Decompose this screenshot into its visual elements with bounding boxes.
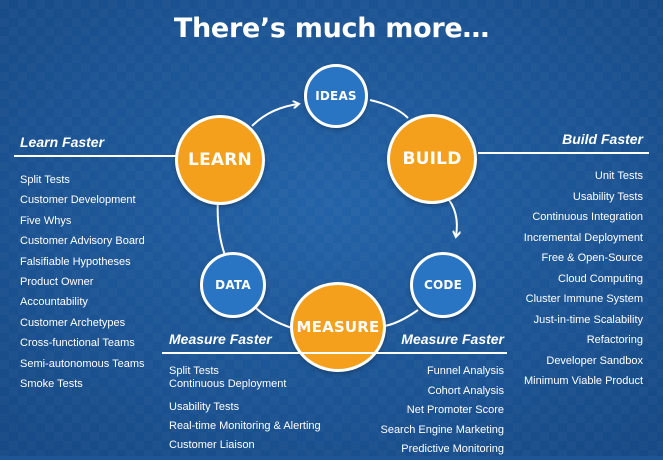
list-item: Cross-functional Teams <box>20 337 135 350</box>
measure-faster-right-heading: Measure Faster <box>401 331 504 347</box>
list-item: Semi-autonomous Teams <box>20 357 145 370</box>
node-code: CODE <box>410 252 476 318</box>
node-build: BUILD <box>387 114 477 204</box>
list-item: Just-in-time Scalability <box>533 313 643 326</box>
node-build-label: BUILD <box>402 149 462 169</box>
list-item: Product Owner <box>20 276 94 289</box>
learn-faster-rule <box>14 155 176 157</box>
list-item: Cluster Immune System <box>525 293 643 305</box>
list-item: Search Engine Marketing <box>380 423 504 436</box>
list-item: Cloud Computing <box>558 272 643 285</box>
list-item: Incremental Deployment <box>523 231 643 244</box>
list-item: Continuous Integration <box>532 211 643 223</box>
node-code-label: CODE <box>424 278 462 292</box>
measure-faster-left-heading: Measure Faster <box>169 331 272 347</box>
list-item: Accountability <box>20 296 88 309</box>
node-data: DATA <box>200 252 266 318</box>
build-faster-list: Unit Tests Usability Tests Continuous In… <box>524 166 643 392</box>
list-item: Free & Open-Source <box>541 252 644 264</box>
build-faster-rule <box>478 152 649 154</box>
arrow-build-to-code <box>445 195 457 236</box>
list-item: Usability Tests <box>572 190 643 203</box>
measure-faster-right-list: Funnel Analysis Cohort Analysis Net Prom… <box>380 362 504 460</box>
list-item: Smoke Tests <box>20 378 83 391</box>
list-item: Customer Archetypes <box>20 316 126 329</box>
measure-faster-rule <box>162 352 507 354</box>
list-item: Customer Liaison <box>169 439 255 451</box>
arrow-code-to-measure <box>383 309 419 327</box>
learn-faster-list: Split Tests Customer Development Five Wh… <box>20 170 145 394</box>
list-item: Unit Tests <box>594 170 643 182</box>
arrow-measure-to-data <box>255 307 293 329</box>
list-item: Customer Advisory Board <box>20 235 145 248</box>
list-item: Continuous Deployment <box>169 378 287 390</box>
node-measure-label: MEASURE <box>296 318 380 336</box>
list-item: Net Promoter Score <box>406 404 504 416</box>
build-faster-heading: Build Faster <box>562 131 643 147</box>
arrow-ideas-to-build <box>369 99 409 119</box>
node-ideas: IDEAS <box>304 64 368 128</box>
list-item: Cohort Analysis <box>427 384 504 397</box>
measure-faster-left-list: Split Tests Continuous Deployment Usabil… <box>169 365 321 455</box>
list-item: Minimum Viable Product <box>523 375 643 387</box>
list-item: Real-time Monitoring & Alerting <box>169 420 321 432</box>
arrow-data-to-learn <box>216 197 227 259</box>
list-item: Refactoring <box>586 334 643 346</box>
list-item: Predictive Monitoring <box>401 443 504 455</box>
learn-faster-heading: Learn Faster <box>20 134 105 150</box>
list-item: Funnel Analysis <box>426 365 504 377</box>
list-item: Usability Tests <box>169 401 240 413</box>
page-title: There’s much more… <box>173 13 490 44</box>
node-ideas-label: IDEAS <box>315 89 357 103</box>
node-learn: LEARN <box>175 115 265 205</box>
node-data-label: DATA <box>215 278 251 292</box>
list-item: Split Tests <box>20 174 70 186</box>
arrow-learn-to-ideas <box>251 104 298 127</box>
list-item: Split Tests <box>169 365 219 377</box>
list-item: Developer Sandbox <box>546 354 643 367</box>
node-measure: MEASURE <box>290 282 386 372</box>
list-item: Falsifiable Hypotheses <box>20 255 131 268</box>
node-learn-label: LEARN <box>188 150 252 170</box>
list-item: Five Whys <box>20 214 72 227</box>
list-item: Customer Development <box>20 194 136 207</box>
